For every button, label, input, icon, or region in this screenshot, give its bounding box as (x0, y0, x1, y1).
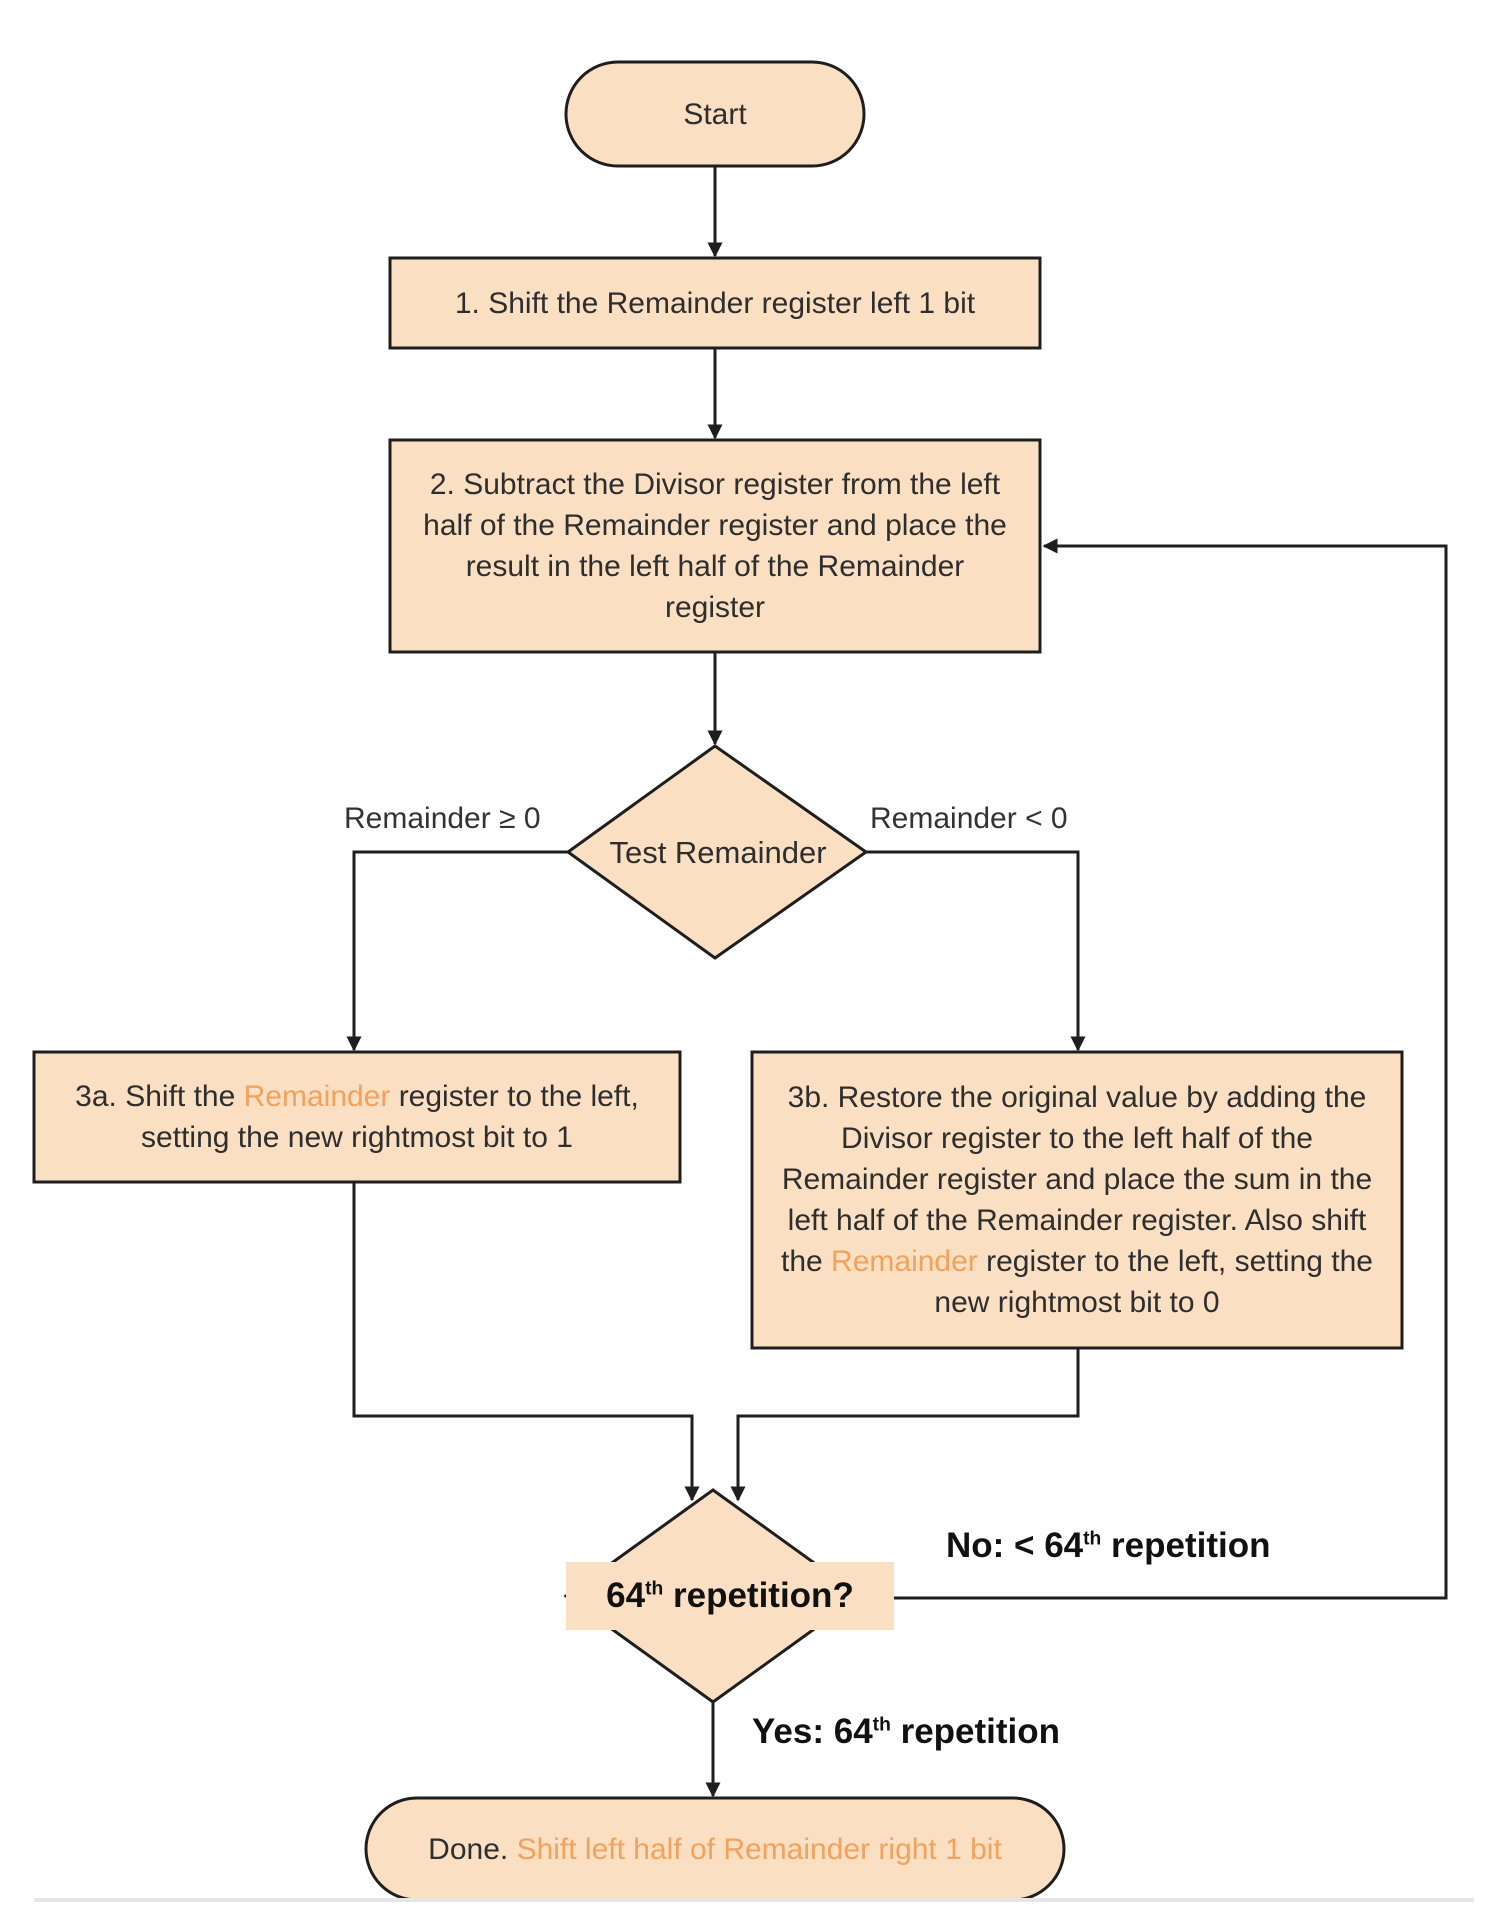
edge-yes-suffix: repetition (890, 1712, 1061, 1751)
edge-yes-sup: th (872, 1714, 891, 1736)
arrow-test-to-step3b (866, 850, 1086, 1052)
step3b-before: 3b. Restore the original value by adding… (781, 1081, 1373, 1278)
edge-label-no: No: < 64th repetition (946, 1526, 1271, 1566)
repetition-num: 64 (606, 1576, 646, 1615)
test-label: Test Remainder (568, 826, 868, 878)
step3b-after: register to the left, setting the new ri… (934, 1245, 1373, 1319)
start-text: Start (683, 97, 747, 131)
step3b-label: 3b. Restore the original value by adding… (772, 1060, 1382, 1340)
step3a-text: 3a. Shift the Remainder register to the … (50, 1076, 664, 1158)
edge-label-remainder-lt: Remainder < 0 (870, 802, 1068, 835)
edge-yes-num: 64 (833, 1712, 873, 1751)
step1-label: 1. Shift the Remainder register left 1 b… (392, 260, 1038, 346)
done-label: Done. Shift left half of Remainder right… (366, 1798, 1064, 1900)
repetition-sup: th (645, 1578, 664, 1600)
step1-text: 1. Shift the Remainder register left 1 b… (454, 286, 976, 320)
step3a-after: register to the left, setting the new ri… (141, 1080, 639, 1154)
edge-no-suffix: repetition (1101, 1526, 1271, 1565)
edge-label-yes: Yes: 64th repetition (752, 1712, 1060, 1752)
start-label: Start (566, 62, 864, 166)
arrow-step3b-to-repetition (730, 1348, 1080, 1502)
step3a-highlight: Remainder (243, 1080, 391, 1113)
edge-no-sup: th (1083, 1528, 1102, 1550)
repetition-rest: repetition? (663, 1576, 854, 1615)
step3b-text: 3b. Restore the original value by adding… (772, 1077, 1382, 1323)
edge-no-num: 64 (1044, 1526, 1084, 1565)
step3a-box (32, 1050, 682, 1184)
step2-text: 2. Subtract the Divisor register from th… (423, 468, 1007, 624)
repetition-label: 64th repetition? (566, 1562, 894, 1630)
arrow-no-loop-to-step2 (860, 538, 1448, 1600)
repetition-text: 64th repetition? (606, 1576, 854, 1616)
edge-yes-prefix: Yes: (752, 1712, 834, 1751)
done-highlight: Shift left half of Remainder right 1 bit (516, 1832, 1002, 1866)
step2-label: 2. Subtract the Divisor register from th… (414, 446, 1016, 646)
test-text: Test Remainder (609, 834, 827, 870)
step1-box (388, 256, 1042, 350)
arrow-step3a-to-repetition (352, 1182, 700, 1502)
bottom-divider (34, 1898, 1474, 1902)
test-remainder-decision (565, 744, 869, 960)
step3a-before: 3a. Shift the (75, 1080, 244, 1113)
step2-box (388, 438, 1042, 654)
step3a-label: 3a. Shift the Remainder register to the … (50, 1060, 664, 1174)
edge-no-prefix: No: < (946, 1526, 1045, 1565)
done-prefix: Done. (428, 1832, 517, 1866)
done-text: Done. Shift left half of Remainder right… (428, 1829, 1002, 1870)
step3b-highlight: Remainder (831, 1245, 978, 1278)
step3b-box (750, 1050, 1404, 1350)
arrow-test-to-step3a (346, 850, 568, 1052)
edge-label-remainder-ge: Remainder ≥ 0 (344, 802, 541, 835)
